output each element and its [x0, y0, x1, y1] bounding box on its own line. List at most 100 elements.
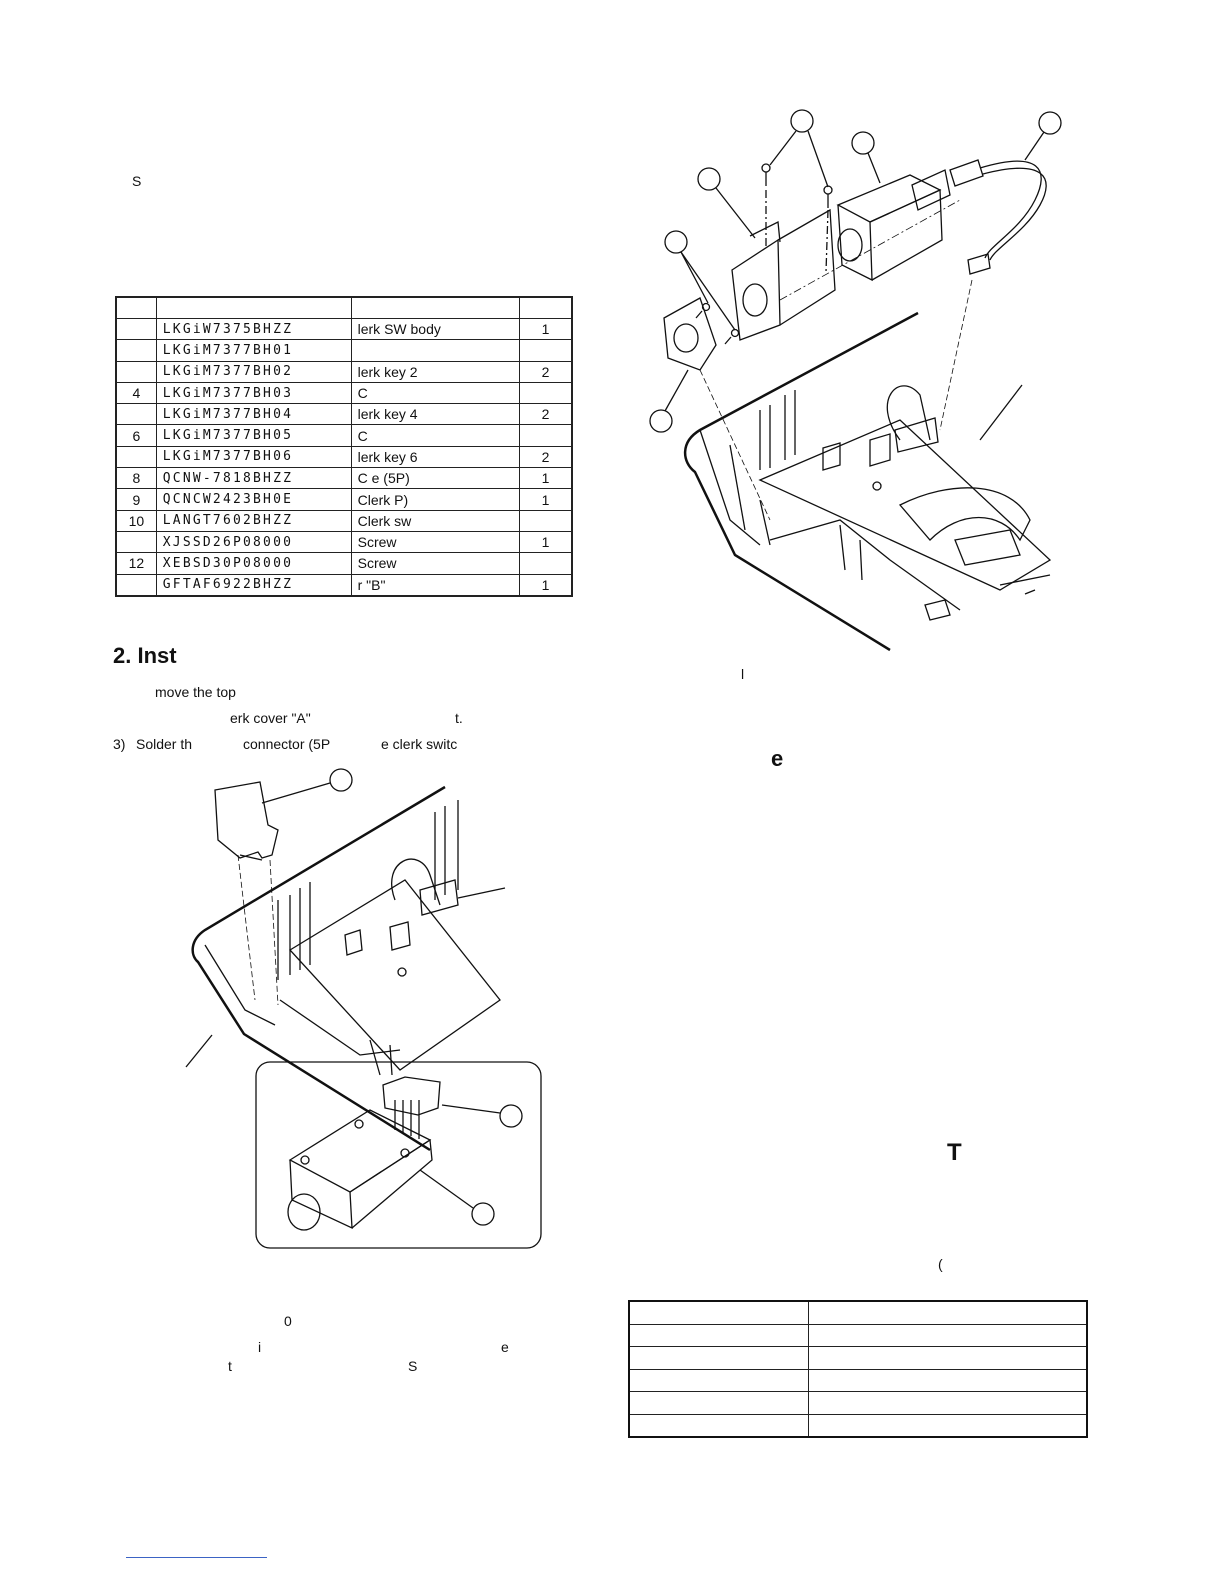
quantity-cell: 1 [518, 467, 573, 490]
quantity-cell: 1 [518, 530, 573, 554]
step-3-number: 3) [113, 736, 126, 752]
table-row: LKGiM7377BH01 [115, 339, 573, 362]
step-2-text: erk cover "A" [230, 710, 311, 726]
quantity-cell [518, 552, 573, 575]
step-3-text-a: Solder th [136, 736, 193, 752]
description-cell: lerk key 6 [350, 445, 520, 469]
quantity-cell: 2 [518, 360, 573, 383]
empty-table [628, 1300, 1088, 1438]
part-number-cell: 8 [115, 467, 157, 490]
description-cell [350, 339, 520, 362]
quantity-cell [518, 339, 573, 362]
part-code-cell: LKGiM7377BH03 [155, 381, 352, 405]
part-number-cell: 9 [115, 488, 157, 511]
description-cell: r "B" [350, 573, 520, 597]
detail-inset-box [255, 1061, 542, 1249]
fragment-heading: T [947, 1139, 962, 1166]
callout-circle [664, 230, 688, 254]
header-cell [115, 296, 157, 319]
callout-circle [790, 109, 814, 133]
top-fragment-text: S [132, 173, 142, 189]
step-1-text: move the top [155, 684, 236, 700]
description-cell: lerk SW body [350, 317, 520, 341]
part-code-cell: LANGT7602BHZZ [155, 509, 352, 532]
part-number-cell [115, 445, 157, 469]
description-cell: C e (5P) [350, 467, 520, 490]
table-cell [628, 1346, 809, 1370]
callout-circle [851, 131, 875, 155]
fragment-text: e [501, 1339, 509, 1355]
description-cell: lerk key 2 [350, 360, 520, 383]
quantity-cell: 2 [518, 445, 573, 469]
part-code-cell: XEBSD30P08000 [155, 552, 352, 575]
header-cell [518, 296, 573, 319]
quantity-cell [518, 509, 573, 532]
callout-circle [329, 768, 353, 792]
quantity-cell: 1 [518, 573, 573, 597]
callout-circle [471, 1202, 495, 1226]
footer-link-underline[interactable] [126, 1557, 267, 1558]
header-cell [350, 296, 520, 319]
description-cell: Clerk sw [350, 509, 520, 532]
part-code-cell: QCNW-7818BHZZ [155, 467, 352, 490]
part-number-cell [115, 317, 157, 341]
table-row [628, 1346, 1088, 1370]
callout-circle [697, 167, 721, 191]
table-row [628, 1368, 1088, 1392]
quantity-cell: 1 [518, 488, 573, 511]
fragment-text: i [258, 1339, 262, 1355]
part-code-cell: GFTAF6922BHZZ [155, 573, 352, 597]
part-code-cell: XJSSD26P08000 [155, 530, 352, 554]
part-number-cell: 12 [115, 552, 157, 575]
fragment-text: S [408, 1358, 418, 1374]
callout-circle [649, 409, 673, 433]
quantity-cell [518, 424, 573, 447]
step-3-text-c: e clerk switc [381, 736, 458, 752]
quantity-cell: 1 [518, 317, 573, 341]
table-header-row [115, 296, 573, 319]
callout-circle [499, 1104, 523, 1128]
part-code-cell: LKGiM7377BH02 [155, 360, 352, 383]
part-code-cell: QCNCW2423BH0E [155, 488, 352, 511]
part-code-cell: LKGiM7377BH04 [155, 403, 352, 426]
description-cell: Screw [350, 530, 520, 554]
part-number-cell [115, 403, 157, 426]
table-row [628, 1323, 1088, 1347]
part-code-cell: LKGiM7377BH01 [155, 339, 352, 362]
table-cell [808, 1413, 1088, 1438]
description-cell: C [350, 424, 520, 447]
description-cell: C [350, 381, 520, 405]
table-cell [808, 1368, 1088, 1392]
fragment-heading: e [771, 746, 784, 771]
fragment-text: ( [938, 1256, 943, 1272]
description-cell: Clerk P) [350, 488, 520, 511]
part-number-cell: 10 [115, 509, 157, 532]
table-cell [808, 1323, 1088, 1347]
quantity-cell: 2 [518, 403, 573, 426]
fragment-text: t [228, 1358, 232, 1374]
table-cell [808, 1300, 1088, 1325]
description-cell: Screw [350, 552, 520, 575]
section-title: 2. Inst [113, 643, 177, 668]
part-code-cell: LKGiM7377BH06 [155, 445, 352, 469]
description-cell: lerk key 4 [350, 403, 520, 426]
table-cell [628, 1413, 809, 1438]
table-row [628, 1391, 1088, 1415]
part-number-cell [115, 339, 157, 362]
header-cell [155, 296, 352, 319]
quantity-cell [518, 381, 573, 405]
table-cell [808, 1391, 1088, 1415]
part-code-cell: LKGiM7377BH05 [155, 424, 352, 447]
